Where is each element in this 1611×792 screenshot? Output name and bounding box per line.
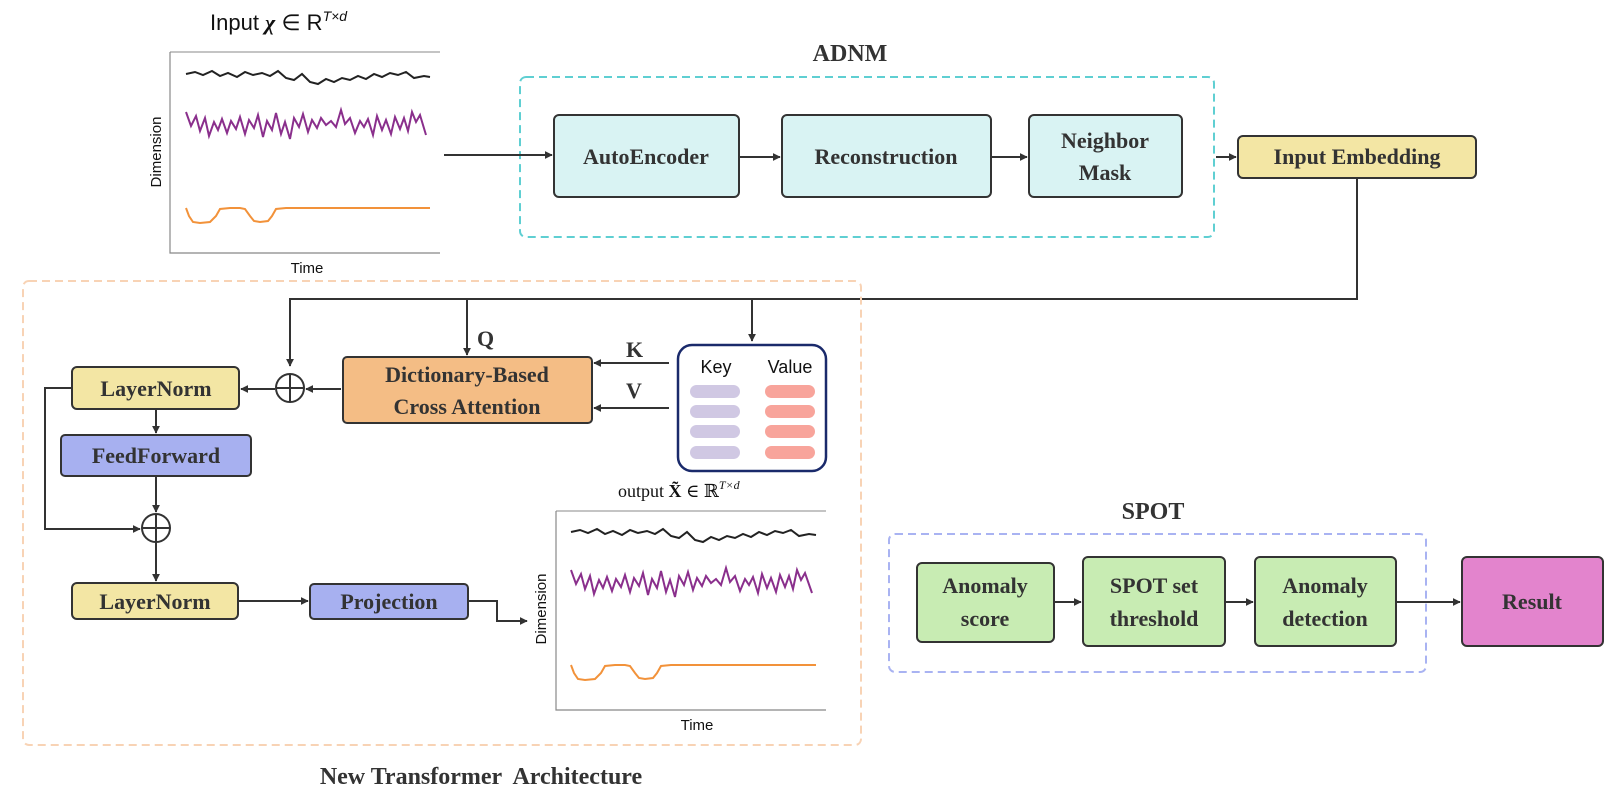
anomaly-detection-label-line1: Anomaly — [1282, 573, 1368, 598]
key-slot — [690, 385, 740, 398]
input-ylabel: Dimension — [148, 117, 165, 188]
neighbor-mask-label-line2: Mask — [1079, 160, 1132, 185]
autoencoder-label: AutoEncoder — [583, 144, 709, 169]
input-title: Input χ ∈ RT×d — [210, 8, 348, 35]
input-embedding-label: Input Embedding — [1274, 144, 1441, 169]
output-series-black — [570, 527, 817, 544]
value-slot — [765, 425, 815, 438]
feedforward-label: FeedForward — [92, 443, 220, 468]
input-series-black — [185, 69, 431, 86]
adnm-container — [519, 76, 1215, 238]
key-arrow-label: K — [626, 337, 643, 362]
projection-label: Projection — [340, 589, 437, 614]
neighbor-mask-box — [1028, 114, 1183, 198]
arrow-embedding-to-residual — [286, 178, 1358, 367]
query-label: Q — [477, 326, 494, 351]
result-label: Result — [1502, 589, 1563, 614]
input-plot: Input χ ∈ RT×d Dimension Time — [148, 8, 440, 277]
spot-container — [888, 533, 1427, 673]
output-xlabel: Time — [681, 717, 714, 734]
transformer-title: New Transformer Architecture — [320, 764, 643, 790]
dictionary-value-label: Value — [768, 357, 813, 377]
output-title: output X̃ ∈ ℝT×d — [618, 478, 741, 501]
output-series-orange — [570, 664, 816, 682]
key-slot — [690, 405, 740, 418]
dictionary-memory: Key Value — [676, 343, 828, 473]
cross-attention-label-line1: Dictionary-Based — [385, 362, 549, 387]
spot-title: SPOT — [1122, 499, 1185, 525]
spot-threshold-label-line1: SPOT set — [1110, 573, 1199, 598]
spot-threshold-label-line2: threshold — [1110, 606, 1199, 631]
output-series-purple — [570, 564, 813, 598]
output-plot: output X̃ ∈ ℝT×d Dimension Time — [533, 478, 826, 734]
transformer-container — [22, 280, 862, 746]
reconstruction-label: Reconstruction — [815, 144, 958, 169]
layernorm-bottom-label: LayerNorm — [99, 589, 210, 614]
output-ylabel: Dimension — [533, 574, 550, 645]
key-slot — [690, 425, 740, 438]
value-slot — [765, 446, 815, 459]
arrow-projection-to-output — [468, 600, 528, 625]
anomaly-detection-label-line2: detection — [1282, 606, 1368, 631]
output-axes — [555, 511, 826, 711]
value-arrow-label: V — [626, 378, 642, 403]
cross-attention-label-line2: Cross Attention — [394, 394, 541, 419]
anomaly-detection-box — [1254, 556, 1397, 647]
spot-threshold-box — [1082, 556, 1226, 647]
input-series-purple — [185, 106, 427, 140]
cross-attention-box — [342, 356, 593, 424]
input-axes — [169, 52, 440, 254]
dictionary-key-label: Key — [700, 357, 731, 377]
input-xlabel: Time — [291, 260, 324, 277]
anomaly-score-label-line2: score — [961, 606, 1010, 631]
arrow-skip-connection — [44, 387, 141, 533]
value-slot — [765, 385, 815, 398]
transformer-module: New Transformer Architecture Dictionary-… — [22, 280, 862, 790]
spot-module: SPOT Anomaly score SPOT set threshold An… — [888, 499, 1461, 673]
key-slot — [690, 446, 740, 459]
layernorm-top-label: LayerNorm — [100, 376, 211, 401]
result-box — [1461, 556, 1604, 647]
dictionary-box — [676, 343, 828, 473]
value-slot — [765, 405, 815, 418]
adnm-title: ADNM — [813, 41, 888, 67]
adnm-module: ADNM AutoEncoder Reconstruction Neighbor… — [519, 41, 1215, 238]
anomaly-score-label-line1: Anomaly — [942, 573, 1028, 598]
neighbor-mask-label-line1: Neighbor — [1061, 128, 1149, 153]
input-series-orange — [185, 207, 430, 225]
